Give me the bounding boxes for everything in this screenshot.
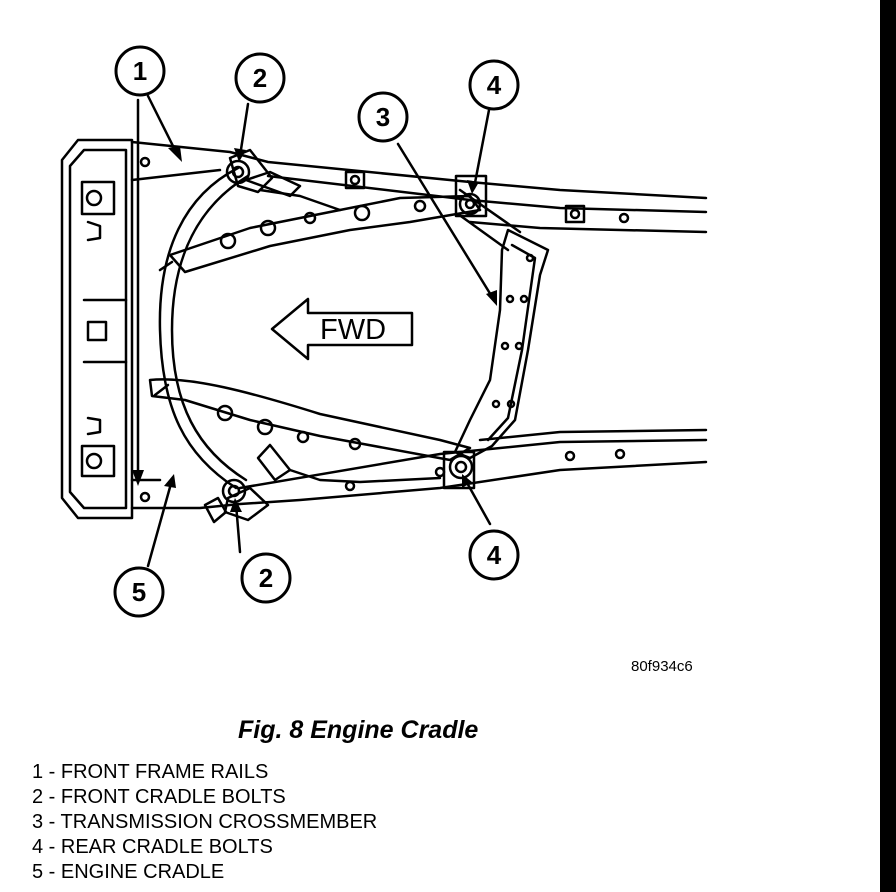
leader-lines — [136, 94, 496, 568]
cradle-arm-lower — [148, 378, 472, 484]
svg-text:5: 5 — [132, 577, 146, 607]
svg-text:4: 4 — [487, 540, 502, 570]
legend-item: 5 - ENGINE CRADLE — [32, 861, 225, 883]
callout-4-upper: 4 — [468, 59, 520, 111]
cradle-arm-upper — [168, 170, 482, 274]
legend-item: 2 - FRONT CRADLE BOLTS — [32, 786, 286, 808]
figure-caption: Fig. 8 Engine Cradle — [238, 716, 479, 744]
callout-2-lower: 2 — [240, 552, 292, 604]
svg-text:2: 2 — [253, 63, 267, 93]
legend-item: 3 - TRANSMISSION CROSSMEMBER — [32, 811, 378, 833]
frame-rail-upper — [130, 140, 708, 234]
fwd-label: FWD — [320, 314, 386, 346]
legend: 1 - FRONT FRAME RAILS 2 - FRONT CRADLE B… — [32, 760, 377, 885]
front-crossmember-support — [60, 138, 151, 520]
callout-2-upper: 2 — [234, 52, 286, 104]
engine-cradle — [153, 148, 274, 524]
svg-text:4: 4 — [487, 70, 502, 100]
page-edge-border — [880, 0, 896, 892]
fwd-arrow-icon — [270, 297, 414, 361]
legend-item: 1 - FRONT FRAME RAILS — [32, 761, 269, 783]
svg-text:1: 1 — [133, 56, 147, 86]
cradle-bolt-front-upper — [225, 159, 251, 185]
cradle-bolt-rear-lower — [442, 450, 476, 490]
svg-text:3: 3 — [376, 102, 390, 132]
leader-arrowheads — [132, 146, 497, 512]
callout-4-lower: 4 — [468, 529, 520, 581]
transmission-crossmember — [453, 188, 550, 460]
image-code: 80f934c6 — [631, 658, 693, 675]
legend-item: 4 - REAR CRADLE BOLTS — [32, 836, 273, 858]
cradle-bolt-rear-upper — [454, 174, 488, 218]
frame-rail-lower — [130, 428, 708, 510]
callout-3: 3 — [357, 91, 409, 143]
svg-text:2: 2 — [259, 563, 273, 593]
callout-5: 5 — [113, 566, 165, 618]
callout-1: 1 — [114, 45, 166, 97]
